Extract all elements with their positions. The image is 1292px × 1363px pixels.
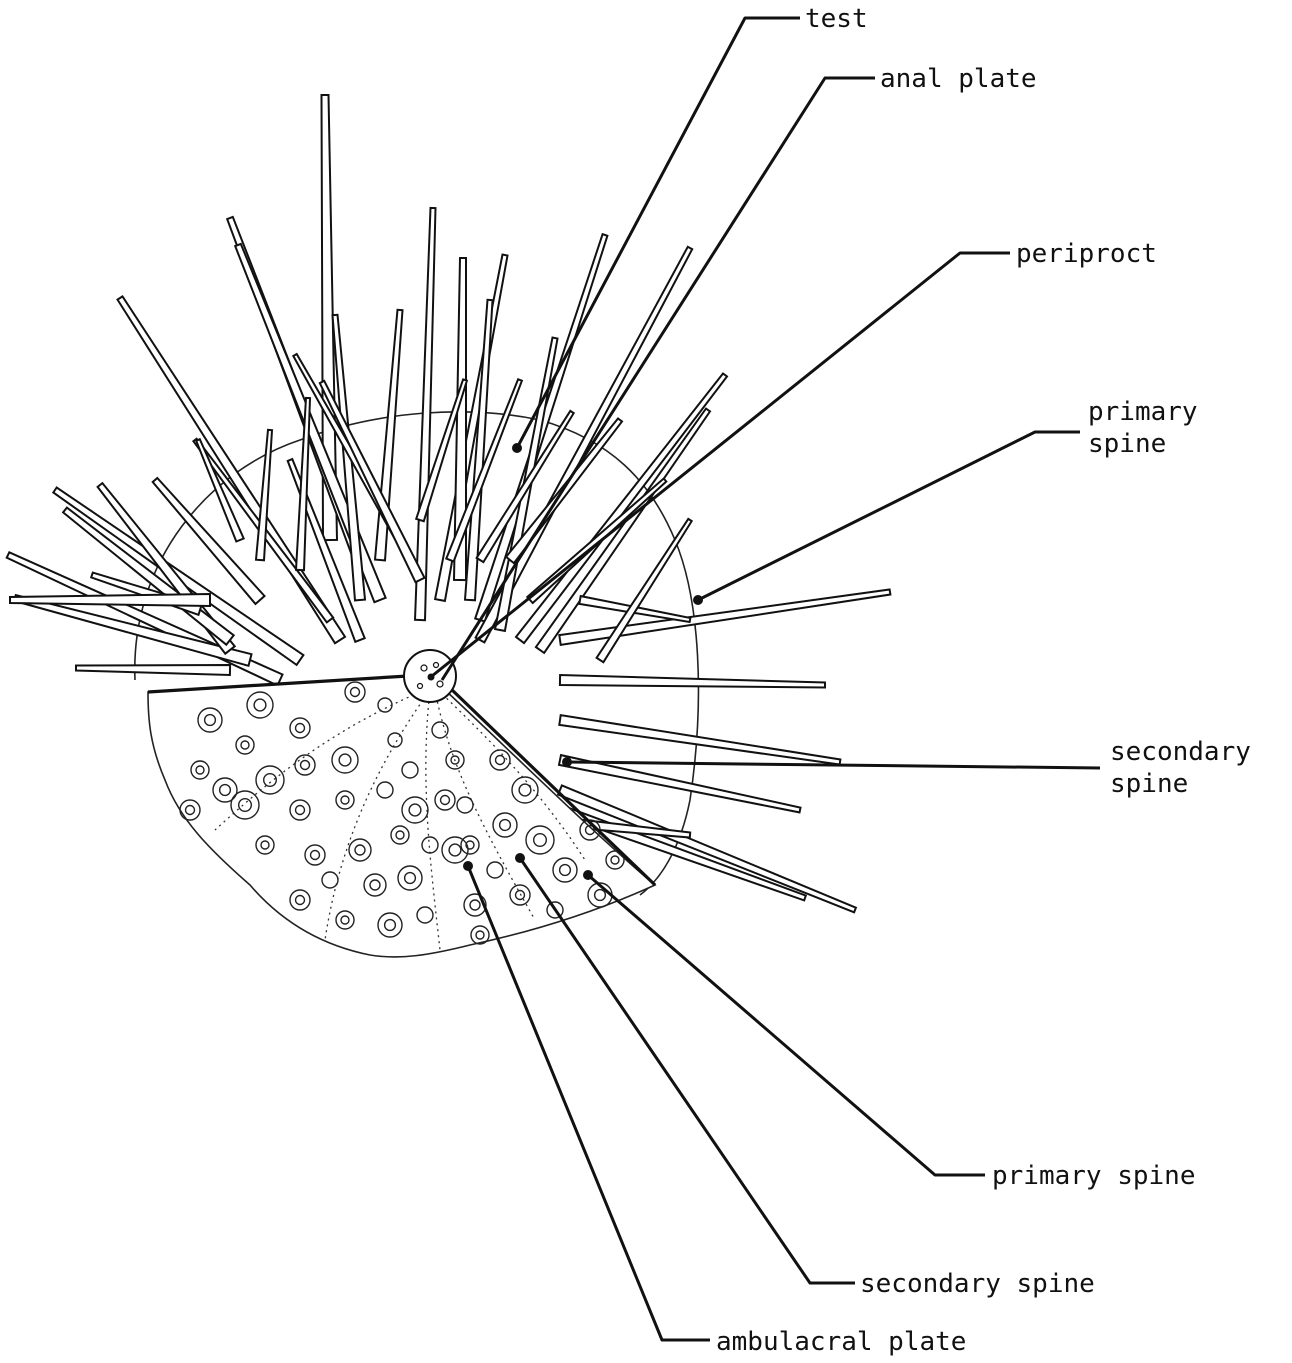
label-secondary-spine-right-1: secondary xyxy=(1110,737,1251,767)
leader-primary-spine-bottom xyxy=(588,875,985,1175)
label-primary-spine-top-2: spine xyxy=(1088,429,1166,459)
spine xyxy=(76,665,230,675)
label-anal-plate: anal plate xyxy=(880,64,1037,94)
label-test: test xyxy=(805,4,868,34)
label-secondary-spine-bottom: secondary spine xyxy=(860,1269,1095,1299)
labels: test anal plate periproct primary spine … xyxy=(716,4,1251,1357)
spine xyxy=(10,594,210,606)
leader-primary-spine-top xyxy=(698,432,1080,600)
label-secondary-spine-right-2: spine xyxy=(1110,769,1188,799)
label-primary-spine-bottom: primary spine xyxy=(992,1161,1196,1191)
label-ambulacral-plate: ambulacral plate xyxy=(716,1327,966,1357)
leader-secondary-spine-bottom xyxy=(520,858,855,1283)
label-primary-spine-top-1: primary xyxy=(1088,397,1198,427)
label-periproct: periproct xyxy=(1016,239,1157,269)
periproct-disc xyxy=(404,650,456,702)
